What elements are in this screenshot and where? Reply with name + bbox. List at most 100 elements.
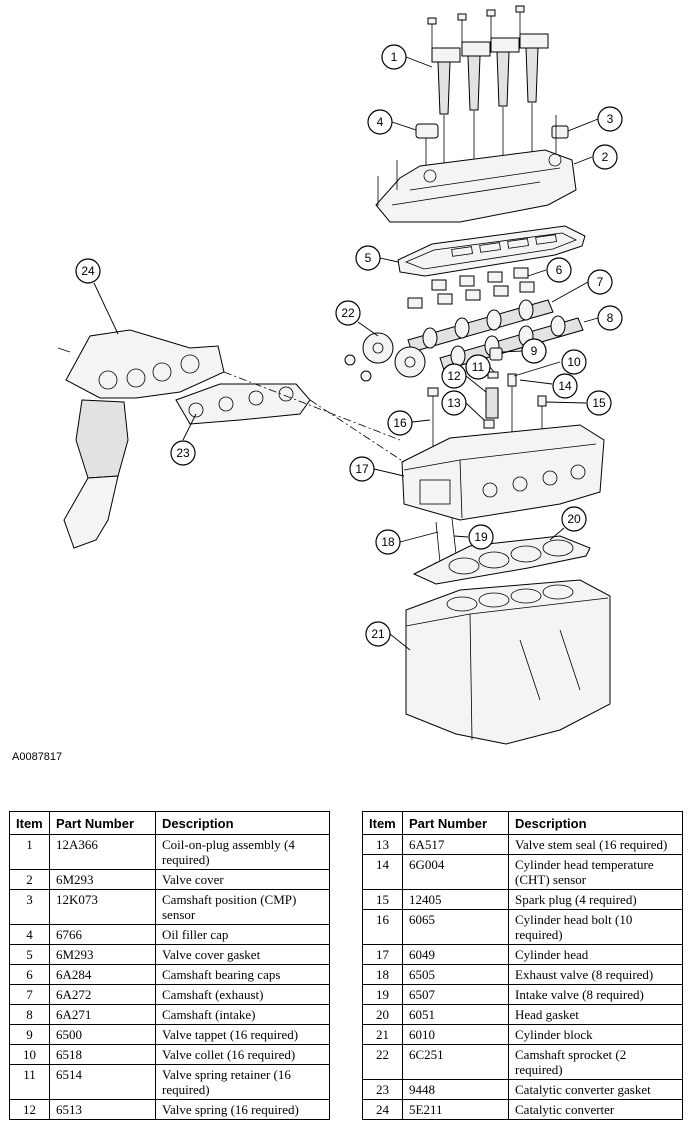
description-cell: Camshaft position (CMP) sensor <box>155 889 330 925</box>
header-item: Item <box>9 811 50 835</box>
svg-text:7: 7 <box>597 275 604 289</box>
callout-21: 21 <box>365 621 391 647</box>
callout-6: 6 <box>546 257 572 283</box>
part-number-cell: 6A284 <box>49 964 156 985</box>
header-description: Description <box>508 811 683 835</box>
part-number-cell: 6A272 <box>49 984 156 1005</box>
description-cell: Oil filler cap <box>155 924 330 945</box>
part-number-cell: 9448 <box>402 1079 509 1100</box>
svg-text:17: 17 <box>355 462 369 476</box>
item-cell: 21 <box>362 1024 403 1045</box>
part-number-cell: 6513 <box>49 1099 156 1120</box>
svg-text:23: 23 <box>176 446 190 460</box>
description-cell: Valve cover gasket <box>155 944 330 965</box>
description-cell: Head gasket <box>508 1004 683 1025</box>
part-number-cell: 6507 <box>402 984 509 1005</box>
part-number-cell: 6518 <box>49 1044 156 1065</box>
description-cell: Cylinder head bolt (10 required) <box>508 909 683 945</box>
item-cell: 11 <box>9 1064 50 1100</box>
item-cell: 8 <box>9 1004 50 1025</box>
callout-8: 8 <box>597 305 623 331</box>
description-cell: Catalytic converter gasket <box>508 1079 683 1100</box>
description-cell: Cylinder head temperature (CHT) sensor <box>508 854 683 890</box>
callout-24: 24 <box>75 258 101 284</box>
part-number-cell: 6766 <box>49 924 156 945</box>
description-cell: Cylinder block <box>508 1024 683 1045</box>
item-cell: 20 <box>362 1004 403 1025</box>
part-number-cell: 6010 <box>402 1024 509 1045</box>
callout-4: 4 <box>367 109 393 135</box>
callout-1: 1 <box>381 44 407 70</box>
part-number-cell: 12A366 <box>49 834 156 870</box>
cylinder-head-bolt <box>427 387 439 452</box>
figure-id: A0087817 <box>12 751 63 763</box>
part-number-cell: 12K073 <box>49 889 156 925</box>
svg-text:14: 14 <box>558 379 572 393</box>
item-cell: 22 <box>362 1044 403 1080</box>
part-number-cell: 6A517 <box>402 834 509 855</box>
callout-18: 18 <box>375 529 401 555</box>
svg-text:11: 11 <box>472 360 485 374</box>
part-number-cell: 6051 <box>402 1004 509 1025</box>
callout-13: 13 <box>441 390 467 416</box>
header-part-number: Part Number <box>49 811 156 835</box>
description-cell: Catalytic converter <box>508 1099 683 1120</box>
svg-text:5: 5 <box>365 251 372 265</box>
svg-text:24: 24 <box>81 264 95 278</box>
callout-11: 11 <box>465 354 491 380</box>
svg-text:15: 15 <box>592 396 606 410</box>
svg-text:16: 16 <box>393 416 407 430</box>
svg-text:13: 13 <box>447 396 461 410</box>
description-cell: Valve spring retainer (16 required) <box>155 1064 330 1100</box>
part-number-cell: 6065 <box>402 909 509 945</box>
header-description: Description <box>155 811 330 835</box>
svg-text:20: 20 <box>567 512 581 526</box>
callout-22: 22 <box>335 300 361 326</box>
svg-text:3: 3 <box>607 112 614 126</box>
svg-text:22: 22 <box>341 306 355 320</box>
part-number-cell: 6505 <box>402 964 509 985</box>
callout-9: 9 <box>521 338 547 364</box>
item-cell: 17 <box>362 944 403 965</box>
catalytic-converter-gasket <box>175 383 311 425</box>
callout-23: 23 <box>170 440 196 466</box>
item-cell: 23 <box>362 1079 403 1100</box>
item-cell: 10 <box>9 1044 50 1065</box>
item-cell: 2 <box>9 869 50 890</box>
coil-on-plug-assemblies <box>427 5 549 172</box>
catalytic-converter <box>57 329 225 549</box>
part-number-cell: 6C251 <box>402 1044 509 1080</box>
svg-text:18: 18 <box>381 535 395 549</box>
header-item: Item <box>362 811 403 835</box>
svg-text:4: 4 <box>377 115 384 129</box>
oil-filler-cap <box>415 123 439 170</box>
exploded-engine-diagram: 1 2 3 4 5 6 7 8 9 10 11 12 13 14 15 16 1… <box>57 5 623 745</box>
description-cell: Camshaft sprocket (2 required) <box>508 1044 683 1080</box>
callout-19: 19 <box>468 524 494 550</box>
item-cell: 16 <box>362 909 403 945</box>
callout-14: 14 <box>552 373 578 399</box>
table-header-row: Item Part Number Description <box>362 811 683 835</box>
svg-text:1: 1 <box>391 50 398 64</box>
item-cell: 7 <box>9 984 50 1005</box>
item-cell: 3 <box>9 889 50 925</box>
table-header-row: Item Part Number Description <box>9 811 330 835</box>
cylinder-head <box>401 424 605 521</box>
callout-5: 5 <box>355 245 381 271</box>
leader-lines <box>93 56 599 651</box>
camshaft-sprockets <box>344 332 426 382</box>
part-number-cell: 12405 <box>402 889 509 910</box>
